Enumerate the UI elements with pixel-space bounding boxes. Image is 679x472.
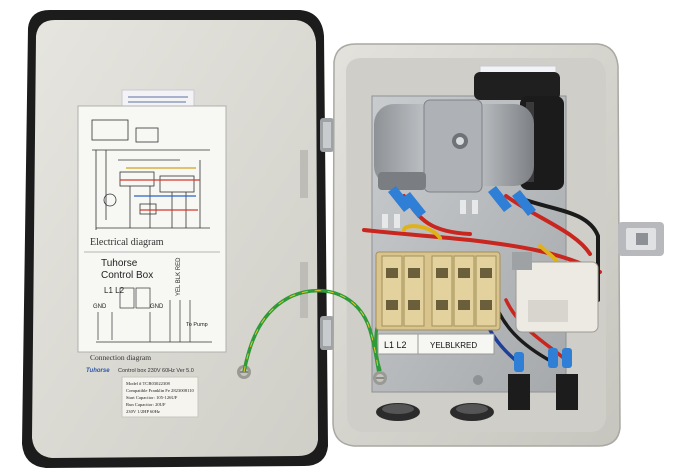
card-spec-line: Control box 230V 60Hz Ver 5.0 [118, 368, 194, 374]
spec-line-1: Model # TCB03022308 [126, 381, 171, 386]
terminal-labels-left: L1 L2 [384, 340, 407, 350]
spec-plate: Model # TCB03022308 Compatible Franklin … [121, 376, 199, 418]
spec-line-5: 230V 1/2HP 60Hz [126, 409, 160, 414]
run-capacitor [374, 99, 534, 193]
connection-diagram-caption: Connection diagram [90, 353, 151, 362]
door-rib-top [300, 150, 308, 198]
terminal-label-strip: L1 L2 YELBLKRED [377, 333, 495, 355]
ground-wire-stripe [243, 290, 381, 379]
schematic-color-wires [120, 167, 200, 211]
blue-connectors-bottom [508, 348, 578, 410]
wiring-diagram-card: Electrical diagram Tuhorse Control Box L… [77, 105, 227, 374]
latch-clip[interactable] [618, 222, 664, 256]
hinge-bottom [320, 316, 334, 350]
card-brand-logo: Tuhorse [86, 368, 110, 374]
terminal-block[interactable] [375, 251, 501, 331]
hinge-top [320, 118, 334, 152]
door-rib-bottom [300, 262, 308, 318]
knockout-right [450, 403, 494, 421]
card-brand-title-2: Control Box [101, 270, 153, 281]
spec-line-2: Compatible Franklin Fe 2823008110 [126, 388, 195, 393]
card-wire-codes: YEL BLK RED [176, 257, 182, 296]
blue-connectors-top [388, 186, 536, 218]
spec-line-4: Run Capacitor: 20UF [126, 402, 166, 407]
card-line-labels: L1 L2 [104, 286, 125, 295]
card-gnd-label-1: GND [93, 304, 107, 310]
card-brand-title-1: Tuhorse [101, 258, 138, 269]
potential-relay [512, 252, 599, 333]
box-ground-screw[interactable] [373, 371, 387, 385]
card-gnd-label-2: GND [150, 304, 164, 310]
card-to-pump: To Pump [186, 322, 208, 328]
electrical-diagram-caption: Electrical diagram [90, 237, 164, 248]
connection-schematic [96, 287, 212, 343]
spec-line-3: Start Capacitor: 105-126UF [126, 395, 178, 400]
knockout-left [376, 403, 420, 421]
terminal-labels-right: YELBLKRED [430, 341, 477, 350]
